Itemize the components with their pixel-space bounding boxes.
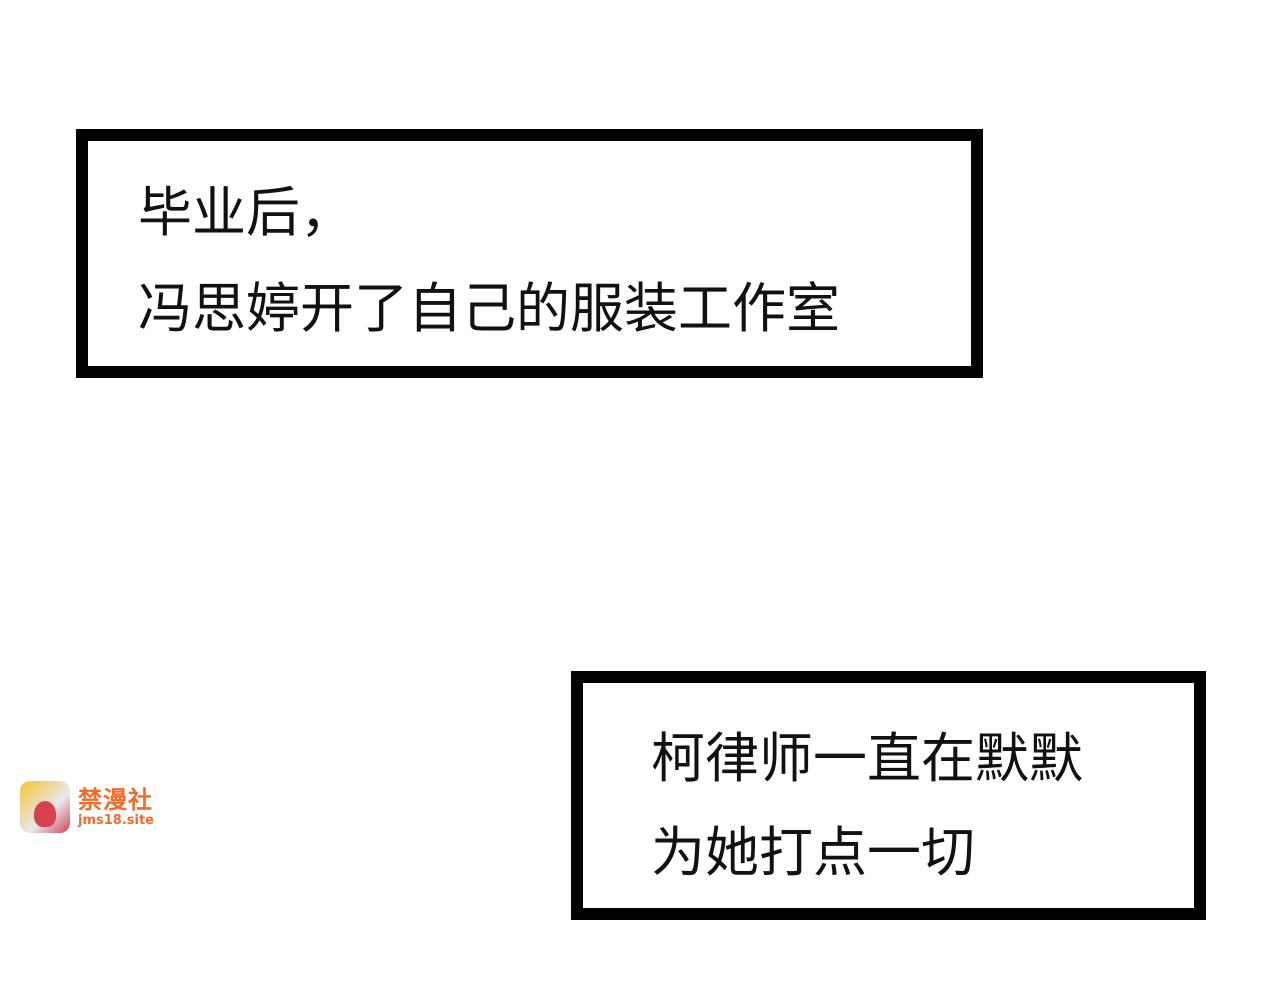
- caption-box-1: 毕业后， 冯思婷开了自己的服装工作室: [76, 129, 983, 378]
- caption-line: 冯思婷开了自己的服装工作室: [138, 277, 840, 340]
- watermark: 禁漫社 jms18.site: [20, 781, 154, 833]
- watermark-logo-icon: [20, 781, 70, 833]
- watermark-url: jms18.site: [78, 813, 154, 828]
- caption-line: 柯律师一直在默默: [651, 727, 1083, 790]
- watermark-name: 禁漫社: [78, 786, 153, 814]
- caption-line: 为她打点一切: [651, 821, 975, 884]
- caption-box-2: 柯律师一直在默默 为她打点一切: [571, 671, 1206, 920]
- caption-line: 毕业后，: [138, 181, 354, 244]
